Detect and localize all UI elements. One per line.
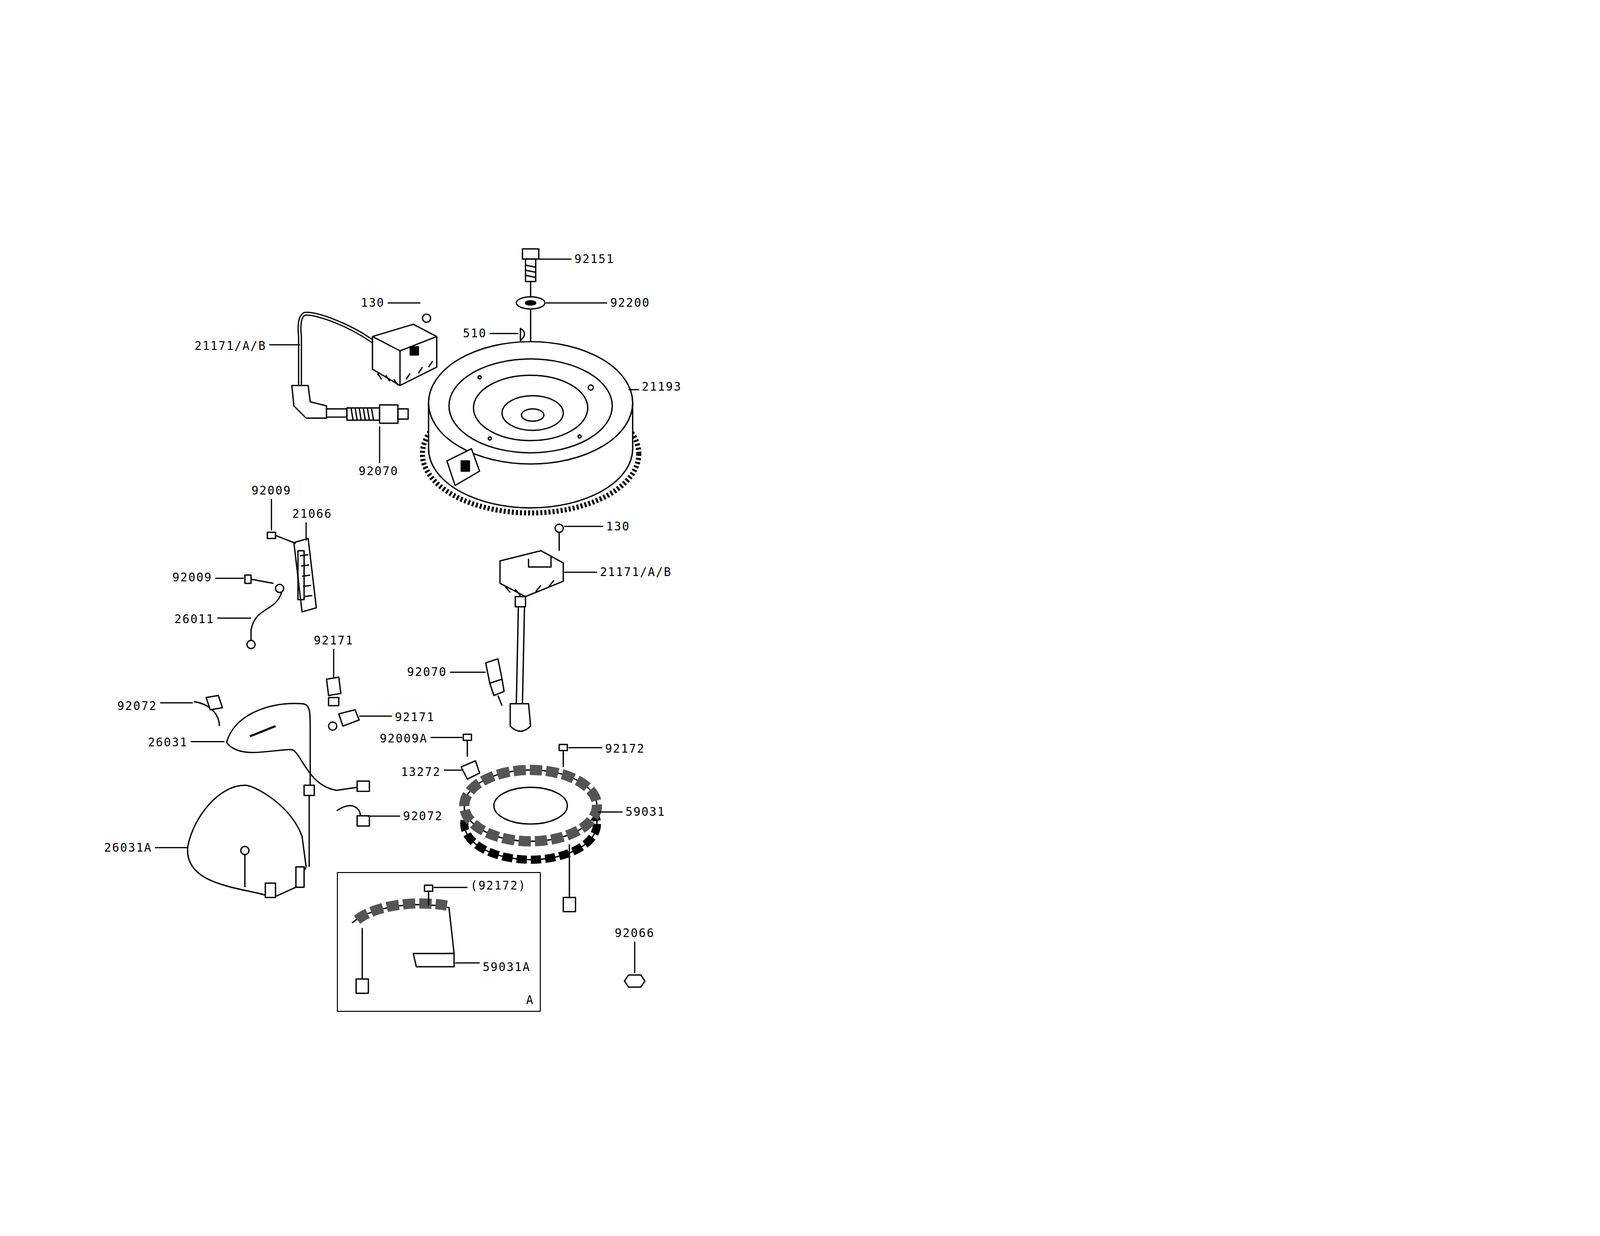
leader-line	[270, 499, 273, 531]
callout-number: 21171/A/B	[193, 339, 268, 353]
callout-number: 26031A	[103, 841, 154, 855]
callout-number: 92151	[573, 252, 616, 266]
leader-line	[538, 258, 572, 261]
ground-wire	[250, 592, 282, 641]
leader-line	[215, 578, 244, 580]
callout-number: 92072	[116, 700, 159, 713]
callout-number: 92009	[250, 484, 293, 498]
ignition-coil	[291, 313, 437, 418]
leader-line	[546, 302, 608, 304]
callout-number: 92172	[603, 742, 646, 756]
flywheel	[422, 341, 639, 514]
woodruff-key	[520, 328, 525, 341]
leader-line	[387, 302, 421, 304]
leader-line	[489, 333, 519, 335]
callout-number: (92172)	[469, 879, 528, 893]
callout-number: 510	[461, 327, 488, 340]
leader-line	[564, 525, 603, 528]
wire-clip	[326, 677, 360, 731]
leader-line	[455, 962, 481, 965]
nut	[624, 975, 645, 988]
callout-number: 92009	[171, 571, 214, 584]
leader-line	[217, 617, 252, 620]
leader-line	[433, 887, 468, 889]
regulator	[293, 538, 317, 613]
inset-box: A	[336, 872, 541, 1013]
callout-number: 21066	[291, 507, 334, 521]
washer	[516, 297, 546, 310]
screw	[244, 532, 296, 593]
screw	[559, 744, 568, 767]
callout-number: 92171	[312, 634, 355, 648]
ignition-coil	[500, 524, 564, 732]
callout-number: 26011	[173, 613, 216, 626]
leader-line	[379, 426, 381, 464]
callout-number: 92066	[613, 927, 656, 940]
stator-half	[351, 885, 454, 994]
callout-number: 26031	[147, 736, 189, 750]
wire-harness	[187, 785, 306, 898]
leader-line	[633, 941, 636, 974]
callout-number: 92070	[357, 465, 400, 478]
leader-line	[598, 811, 623, 814]
leader-line	[333, 649, 335, 678]
callout-number: 130	[359, 296, 386, 310]
callout-number: 13272	[400, 766, 442, 779]
leader-line	[154, 847, 188, 850]
leader-line	[367, 815, 400, 817]
leader-line	[443, 769, 464, 772]
leader-line	[190, 741, 225, 743]
stator	[464, 770, 597, 913]
leader-line	[359, 715, 392, 717]
callout-number: 21171/A/B	[599, 566, 673, 579]
callout-number: 59031	[624, 805, 667, 819]
callout-number: 92200	[609, 296, 651, 310]
wire-harness	[193, 695, 370, 867]
spark-plug	[485, 659, 505, 707]
leader-line	[568, 747, 603, 750]
callout-number: 92009A	[378, 732, 429, 746]
leader-line	[628, 389, 639, 391]
callout-number: 21193	[640, 380, 683, 394]
callout-number: 92070	[406, 666, 449, 679]
leader-line	[305, 522, 307, 541]
leader-line	[430, 737, 463, 739]
ring-terminal	[247, 640, 256, 650]
leader-line	[269, 344, 300, 346]
leader-line	[450, 671, 486, 674]
leader-line	[160, 702, 193, 704]
callout-number: 59031A	[481, 961, 532, 974]
spark-plug	[326, 404, 409, 424]
screw	[461, 734, 480, 780]
view-letter: A	[526, 994, 534, 1007]
bolt	[522, 249, 539, 282]
leader-line	[564, 571, 597, 574]
callout-number: 130	[605, 520, 632, 534]
callout-number: 92171	[393, 711, 436, 724]
callout-number: 92072	[401, 810, 444, 823]
